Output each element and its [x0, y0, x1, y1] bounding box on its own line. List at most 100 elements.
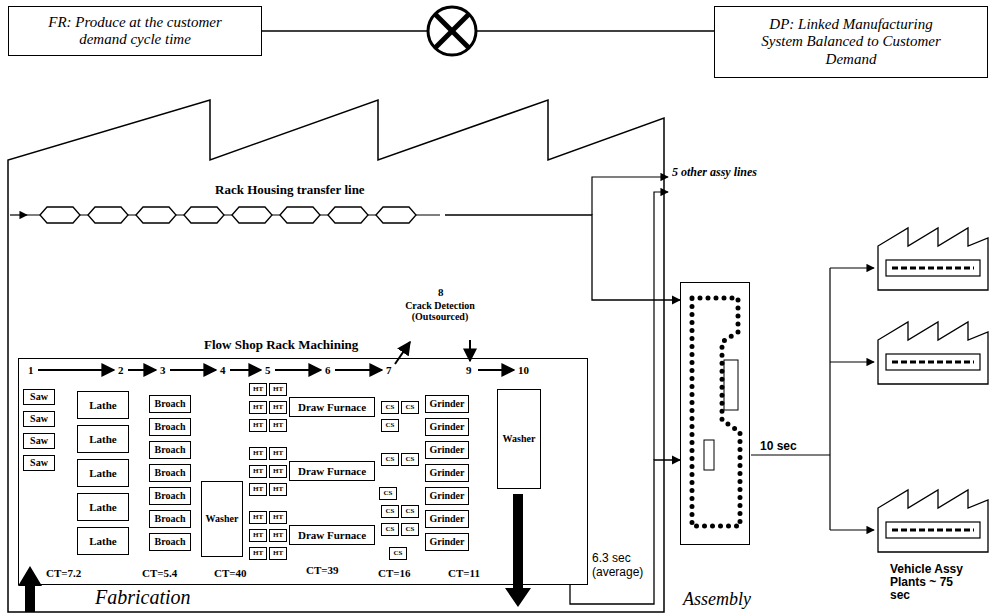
machine-box: CS: [381, 505, 399, 518]
edge-label: 6.3 sec (average): [592, 552, 648, 580]
box-label: HT: [253, 486, 263, 493]
annotation: 10 sec: [760, 440, 797, 453]
process-note: Crack Detection (Outsourced): [400, 300, 480, 322]
box-label: Washer: [206, 514, 239, 524]
box-label: Broach: [155, 445, 186, 455]
machine-box: CS: [401, 453, 419, 466]
machine-box: Washer: [201, 481, 243, 557]
step-number: 1: [28, 364, 34, 376]
box-label: Lathe: [89, 434, 117, 445]
material-in-arrow: [18, 566, 42, 612]
box-label: Broach: [155, 399, 186, 409]
box-label: Grinder: [430, 537, 465, 547]
machine-box: HT: [269, 465, 287, 478]
box-label: Grinder: [430, 445, 465, 455]
machine-box: Draw Furnace: [289, 461, 375, 481]
machine-box: CS: [379, 487, 397, 500]
box-label: HT: [273, 422, 283, 429]
machine-box: Broach: [149, 418, 191, 436]
area-heading: Rack Housing transfer line: [215, 182, 365, 198]
assembly-loop: [692, 298, 740, 526]
step-number: 10: [518, 364, 529, 376]
machine-box: HT: [269, 401, 287, 414]
box-label: Broach: [155, 491, 186, 501]
machine-box: Saw: [23, 389, 55, 405]
machine-box: Lathe: [77, 459, 129, 487]
machine-box: CS: [401, 523, 419, 536]
machine-box: Broach: [149, 533, 191, 551]
area-heading: Assembly: [683, 589, 751, 610]
connector: [445, 215, 680, 300]
machine-box: HT: [249, 447, 267, 460]
area-box: Assembly: [680, 282, 750, 545]
box-label: Grinder: [430, 422, 465, 432]
machine-box: HT: [269, 447, 287, 460]
machine-box: HT: [249, 529, 267, 542]
factory-building: [8, 100, 664, 612]
box-label: Grinder: [430, 491, 465, 501]
box-label: Draw Furnace: [298, 402, 366, 413]
machine-box: Grinder: [425, 418, 469, 436]
box-label: Saw: [30, 414, 48, 424]
box-label: Grinder: [430, 514, 465, 524]
machine-box: Washer: [497, 389, 541, 489]
connector: [570, 460, 680, 604]
machine-box: Saw: [23, 433, 55, 449]
machine-box: Grinder: [425, 487, 469, 505]
machine-box: CS: [381, 419, 399, 432]
machine-box: Draw Furnace: [289, 397, 375, 417]
box-label: CS: [386, 526, 395, 533]
machine-box: Saw: [23, 411, 55, 427]
box-label: CS: [394, 550, 403, 557]
box-label: HT: [253, 550, 263, 557]
box-label: Grinder: [430, 468, 465, 478]
machine-box: HT: [249, 547, 267, 560]
vehicle-plants: [830, 228, 988, 552]
box-label: CS: [406, 526, 415, 533]
box-label: Lathe: [89, 400, 117, 411]
machine-box: Lathe: [77, 425, 129, 453]
box-label: CS: [406, 456, 415, 463]
machine-box: Grinder: [425, 510, 469, 528]
box-label: Saw: [30, 392, 48, 402]
annotation: 5 other assy lines: [672, 166, 757, 179]
box-label: HT: [253, 450, 263, 457]
machine-box: CS: [389, 547, 407, 560]
box-label: HT: [273, 486, 283, 493]
machine-box: Draw Furnace: [289, 525, 375, 545]
box-label: CS: [406, 404, 415, 411]
cycle-time: CT=40: [214, 567, 247, 579]
box-label: HT: [273, 514, 283, 521]
machine-box: HT: [269, 547, 287, 560]
cycle-time: CT=16: [378, 567, 411, 579]
machine-box: Grinder: [425, 464, 469, 482]
box-label: HT: [273, 404, 283, 411]
box-label: CS: [384, 490, 393, 497]
box-label: HT: [253, 514, 263, 521]
step-number: 9: [466, 364, 472, 376]
box-label: Lathe: [89, 536, 117, 547]
box-label: Broach: [155, 422, 186, 432]
step-number: 5: [265, 364, 271, 376]
transfer-chain: [27, 207, 440, 223]
box-label: HT: [273, 450, 283, 457]
machine-box: Lathe: [77, 527, 129, 555]
ship-line: [751, 454, 830, 455]
box-label: DP: Linked Manufacturing System Balanced…: [759, 16, 944, 68]
machine-box: HT: [269, 529, 287, 542]
machine-box: HT: [269, 511, 287, 524]
box-label: Broach: [155, 468, 186, 478]
machine-box: CS: [401, 505, 419, 518]
box-label: HT: [253, 404, 263, 411]
area-box: SawSawSawSawLatheLatheLatheLatheLatheBro…: [18, 358, 588, 585]
cycle-time: CT=39: [306, 564, 339, 576]
box-label: HT: [273, 550, 283, 557]
box-label: Broach: [155, 514, 186, 524]
box-label: HT: [273, 468, 283, 475]
machine-box: Lathe: [77, 391, 129, 419]
box-label: Draw Furnace: [298, 530, 366, 541]
step-number: 4: [220, 364, 226, 376]
box-label: CS: [386, 404, 395, 411]
box-label: FR: Produce at the customer demand cycle…: [33, 14, 238, 49]
machine-box: Broach: [149, 487, 191, 505]
